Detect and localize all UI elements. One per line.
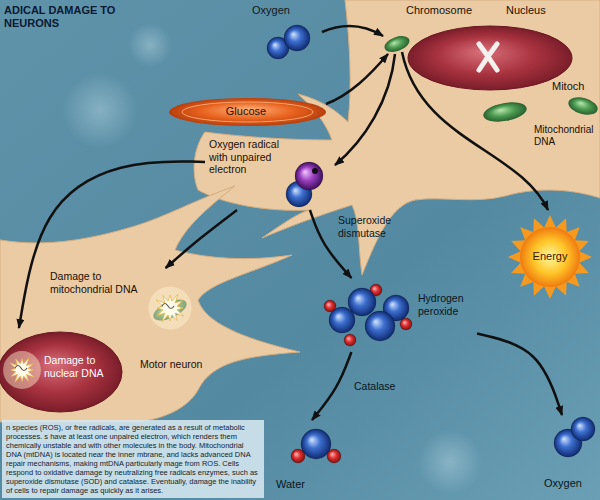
node-label: Oxygen <box>544 477 594 490</box>
caption-text: n species (ROS), or free radicals, are g… <box>2 420 264 498</box>
node-label: Energy <box>505 250 595 263</box>
atom <box>284 25 310 51</box>
atom <box>295 162 323 190</box>
part-label: Mitochondrial DNA <box>534 124 598 148</box>
broken-dna <box>162 304 174 309</box>
atom <box>329 307 355 333</box>
atom <box>327 449 341 463</box>
node-label: Glucose <box>168 105 324 118</box>
oxygen-molecule: Oxygen <box>538 415 598 497</box>
node-label: Oxygen <box>252 4 312 17</box>
glucose-ellipse: Glucose <box>168 97 327 127</box>
water-molecule: Water <box>268 420 348 496</box>
glucose-shape <box>169 98 326 126</box>
mitochondrion <box>382 33 411 55</box>
damage-glow <box>3 351 41 389</box>
node-label: Hydrogen peroxide <box>418 292 474 317</box>
node-label: Oxygen radical with unpaired electron <box>209 138 295 176</box>
oxygen-radical: Oxygen radical with unpaired electron <box>205 136 333 210</box>
nucleus-shape <box>408 26 572 90</box>
atom <box>344 334 356 346</box>
damage-callout: Damage to mitochondrial DNA <box>48 268 188 330</box>
nucleus-shape <box>0 332 122 412</box>
pathway-arrow <box>335 54 395 165</box>
faint-neuron <box>418 430 482 494</box>
damaged-nucleus: Damage to nuclear DNA <box>0 328 126 414</box>
node-label: Nucleus <box>506 4 566 17</box>
atom <box>400 318 412 330</box>
atom <box>365 311 395 341</box>
part-label: Mitoch <box>552 80 598 93</box>
faint-neuron <box>62 72 138 148</box>
atom <box>291 449 305 463</box>
atom <box>301 429 331 459</box>
enzyme-label: Superoxide dismutase <box>338 214 402 239</box>
broken-dna <box>15 366 27 371</box>
reaction-arrow <box>19 161 205 328</box>
node-label: Chromosome <box>406 4 486 17</box>
faint-neuron <box>128 23 172 67</box>
pathway-arrow <box>322 26 383 36</box>
damage-burst <box>156 294 184 322</box>
nucleus-shape <box>400 4 576 92</box>
nucleus: Chromosome Nucleus <box>400 4 576 92</box>
node-label: Damage to mitochondrial DNA <box>50 270 146 295</box>
chromosome-symbol <box>479 44 497 70</box>
oxygen-molecule: Oxygen <box>250 4 322 66</box>
node-label: Damage to nuclear DNA <box>44 354 118 379</box>
hydrogen-peroxide: Hydrogen peroxide <box>320 278 477 352</box>
mitochondrion <box>482 99 528 124</box>
unpaired-electron <box>312 168 318 174</box>
pathway-arrow <box>326 54 388 104</box>
damage-glow <box>148 286 191 329</box>
reaction-arrow <box>477 334 562 416</box>
enzyme-label: Catalase <box>354 380 414 393</box>
reaction-arrow <box>312 352 351 420</box>
diagram-title: ADICAL DAMAGE TO NEURONS <box>4 4 129 30</box>
part-label: Motor neuron <box>140 358 220 371</box>
energy-sun: Energy <box>505 212 598 302</box>
reaction-arrow <box>166 210 237 268</box>
node-label: Water <box>276 478 336 491</box>
damage-burst <box>10 358 34 382</box>
mitochondrion <box>566 94 599 117</box>
atom <box>571 417 595 441</box>
